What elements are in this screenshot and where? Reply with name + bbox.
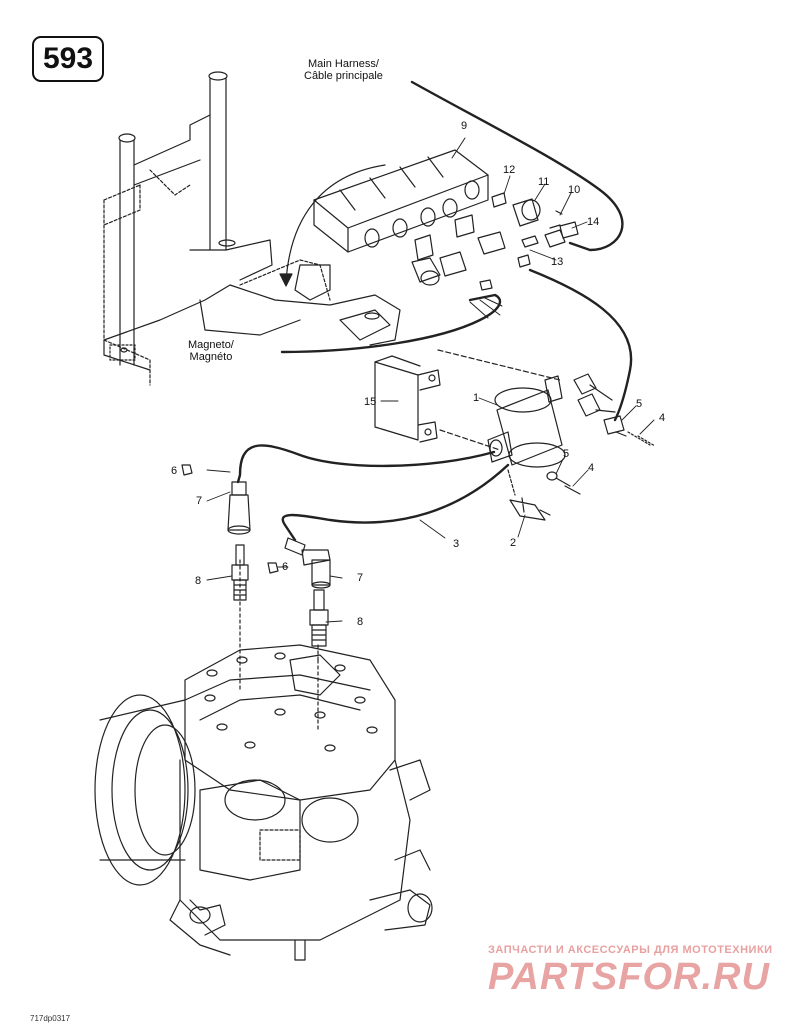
callout-8-left: 8: [195, 575, 202, 587]
callout-15: 15: [364, 396, 377, 408]
callout-7-right: 7: [357, 572, 364, 584]
spark-plug-cap-right: [284, 537, 331, 589]
ignition-terminal: [509, 497, 551, 521]
callout-4-lower: 4: [588, 462, 595, 474]
watermark-tagline: ЗАПЧАСТИ И АКСЕССУАРЫ ДЛЯ МОТОТЕХНИКИ: [488, 944, 773, 956]
spark-plug-left: [231, 544, 249, 601]
spark-plug-cap-left: [227, 481, 251, 535]
callout-11: 11: [538, 176, 550, 188]
coil-bracket: [374, 349, 561, 451]
coil-feed-wire: [528, 268, 633, 422]
callout-5-upper: 5: [636, 398, 643, 410]
screw: [555, 477, 581, 495]
reference-code: 717dp0317: [30, 1014, 71, 1023]
callout-13: 13: [551, 256, 564, 268]
magneto-label-line1: Magneto/: [188, 339, 234, 351]
callout-5-lower: 5: [563, 448, 570, 460]
main-harness-label: Main Harness/ Câble principale: [304, 58, 383, 82]
nut-6-upper: [181, 464, 193, 476]
main-harness-label-line1: Main Harness/: [307, 58, 379, 70]
callout-6-upper: 6: [171, 465, 178, 477]
page-number: 593: [42, 42, 94, 75]
callout-14: 14: [587, 216, 600, 228]
main-harness-wire: [410, 80, 624, 252]
magneto-wire: [280, 293, 502, 354]
pointer-arrow-to-frame: [285, 164, 386, 283]
magneto-label-line2: Magnéto: [189, 351, 233, 363]
callout-6-lower: 6: [282, 561, 289, 573]
callout-8-right: 8: [357, 616, 364, 628]
leader-lines: [206, 175, 655, 623]
callout-4-upper: 4: [659, 412, 666, 424]
callout-7-left: 7: [196, 495, 203, 507]
nut-6-lower: [267, 562, 279, 574]
callout-12: 12: [503, 164, 516, 176]
callout-2: 2: [510, 537, 517, 549]
main-harness-label-line2: Câble principale: [304, 70, 383, 82]
engine-block: [94, 559, 433, 961]
watermark-logo: PARTSFOR.RU: [488, 956, 770, 998]
frame-bracket: [103, 71, 401, 386]
page-number-box: 593: [32, 36, 104, 82]
magneto-label: Magneto/ Magnéto: [188, 339, 234, 363]
high-tension-wire-1: [236, 444, 496, 484]
callout-3: 3: [453, 538, 460, 550]
ignition-coil: [487, 375, 566, 496]
callout-1: 1: [473, 392, 480, 404]
junction-block: [313, 149, 506, 291]
callout-9: 9: [461, 120, 468, 132]
terminal-clips: [573, 373, 651, 446]
callout-10: 10: [568, 184, 581, 196]
spark-plug-right: [309, 589, 329, 647]
high-tension-wire-2: [281, 463, 510, 542]
